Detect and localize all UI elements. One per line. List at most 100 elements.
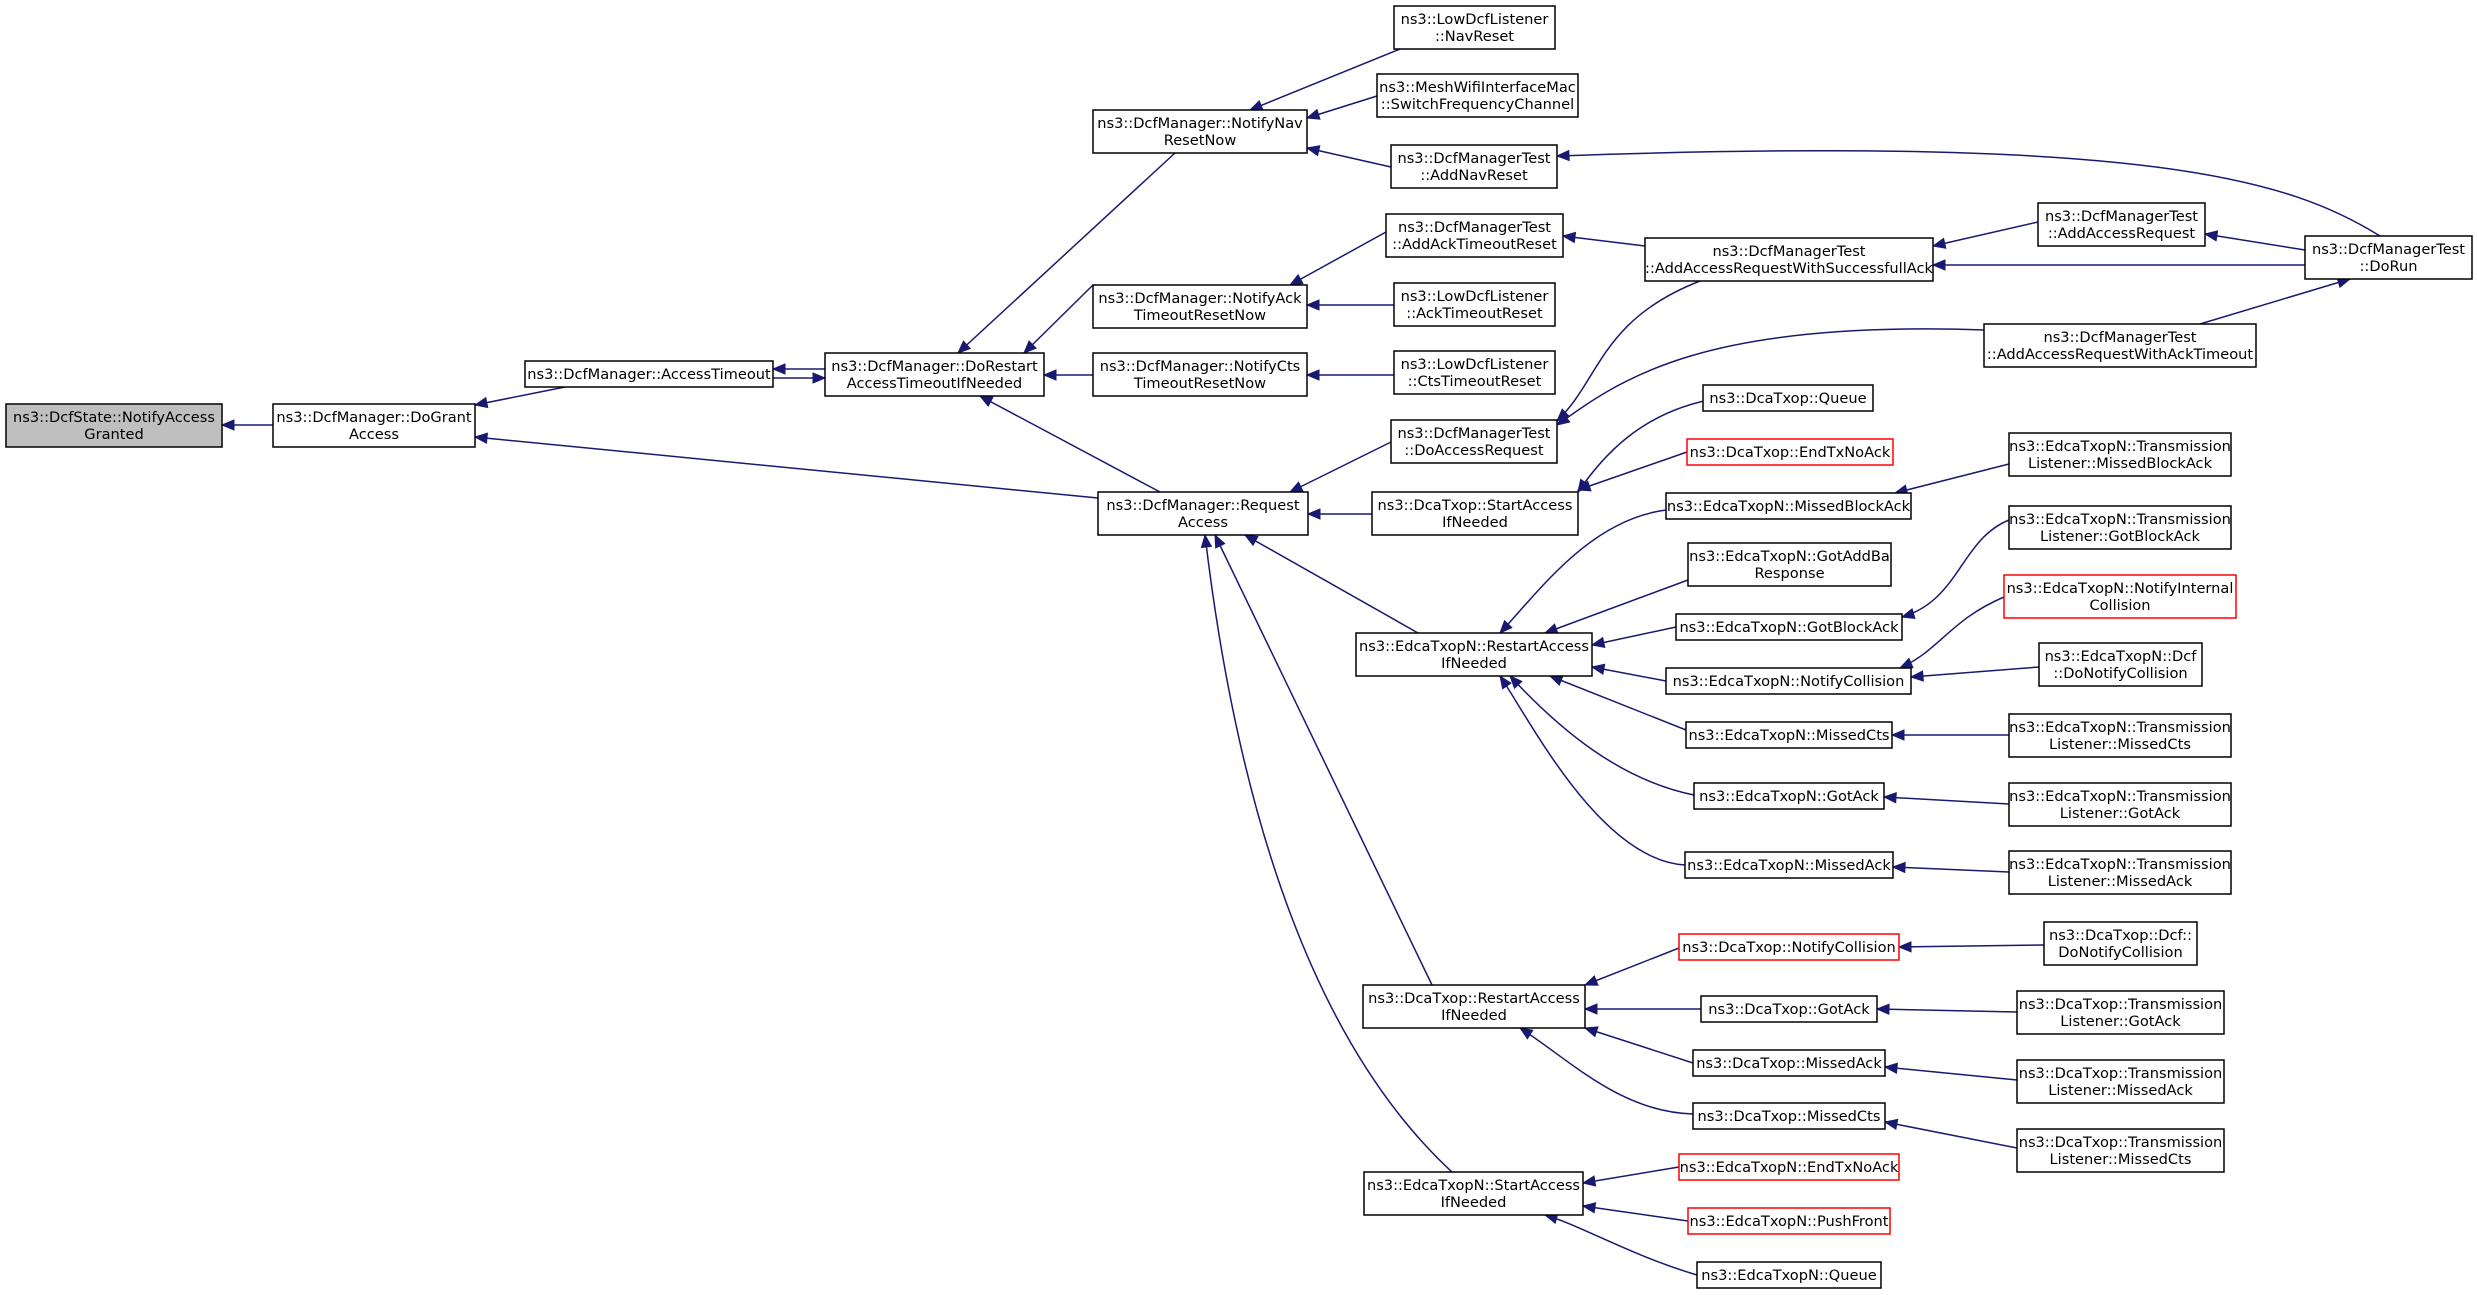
node-label: IfNeeded [1441,1194,1507,1211]
graph-node[interactable]: ns3::EdcaTxopN::MissedAck [1684,851,1894,879]
graph-node[interactable]: ns3::DcaTxop::NotifyCollision [1678,933,1900,961]
edge-n4-n1 [473,432,1099,499]
graph-node[interactable]: ns3::DcfManager::NotifyCtsTimeoutResetNo… [1092,352,1308,397]
edge-line [1591,626,1677,646]
graph-node[interactable]: ns3::DcaTxop::TransmissionListener::GotA… [2016,990,2225,1035]
node-label: ns3::EdcaTxopN::GotAck [1699,788,1879,805]
edge-n35-n28 [1909,666,2040,682]
edge-n20-n19 [1931,221,2039,249]
graph-node[interactable]: ns3::LowDcfListener::AckTimeoutReset [1393,282,1556,327]
graph-node[interactable]: ns3::EdcaTxopN::TransmissionListener::Go… [2008,782,2232,827]
node-box [1686,438,1894,466]
node-label: ns3::DcfManagerTest [1397,425,1550,442]
arrowhead [1305,369,1320,381]
node-label: ::AddAckTimeoutReset [1392,236,1557,253]
node-box [1685,721,1893,749]
arrowhead [1499,619,1513,634]
graph-node[interactable]: ns3::MeshWifiInterfaceMac::SwitchFrequen… [1376,73,1579,118]
graph-node[interactable]: ns3::DcfManagerTest::DoRun [2304,235,2473,280]
graph-node[interactable]: ns3::DcaTxop::EndTxNoAck [1686,438,1894,466]
edge-n41-n17 [1583,1026,1694,1064]
node-label: ns3::EdcaTxopN::Queue [1701,1267,1876,1284]
graph-node[interactable]: ns3::LowDcfListener::NavReset [1393,5,1556,50]
arrowhead [1883,1118,1899,1131]
graph-node[interactable]: ns3::DcfManager::DoRestartAccessTimeoutI… [824,352,1045,397]
graph-node[interactable]: ns3::DcfManager::AccessTimeout [524,360,774,388]
graph-node[interactable]: ns3::EdcaTxopN::TransmissionListener::Mi… [2008,713,2232,758]
node-label: ns3::DcfManager::AccessTimeout [527,366,771,383]
node-label: ::CtsTimeoutReset [1408,373,1542,390]
node-label: ns3::EdcaTxopN::MissedAck [1687,857,1891,874]
edge-n31-n16 [1499,674,1686,866]
graph-node[interactable]: ns3::DcfManagerTest::DoAccessRequest [1390,419,1558,464]
node-label: ns3::DcaTxop::GotAck [1708,1001,1870,1018]
graph-node[interactable]: ns3::EdcaTxopN::MissedBlockAck [1665,492,1912,520]
graph-node[interactable]: ns3::EdcaTxopN::Queue [1696,1261,1882,1289]
node-box [1700,995,1878,1023]
graph-node[interactable]: ns3::DcaTxop::MissedAck [1692,1049,1886,1077]
node-box [2037,202,2206,247]
node-label: ns3::EdcaTxopN::PushFront [1689,1213,1888,1230]
graph-nodes: ns3::DcfState::NotifyAccessGrantedns3::D… [5,5,2473,1289]
edge-line [1584,947,1680,986]
arrowhead [1583,1026,1599,1038]
graph-node[interactable]: ns3::DcfManagerTest::AddAccessRequest [2037,202,2206,247]
graph-node[interactable]: ns3::DcaTxop::GotAck [1700,995,1878,1023]
graph-node[interactable]: ns3::DcfManagerTest::AddAccessRequestWit… [1983,323,2257,368]
graph-node[interactable]: ns3::DcaTxop::Queue [1702,384,1874,412]
edge-n19-n14 [1556,280,1701,422]
edge-n24-n15 [1576,451,1688,492]
graph-node[interactable]: ns3::EdcaTxopN::MissedCts [1685,721,1893,749]
node-box [1983,323,2257,368]
graph-node[interactable]: ns3::DcfManagerTest::AddNavReset [1390,144,1558,189]
edge-n47-n18 [1581,1166,1680,1187]
graph-node[interactable]: ns3::EdcaTxopN::GotBlockAck [1675,613,1903,641]
graph-node[interactable]: ns3::DcfManager::NotifyAckTimeoutResetNo… [1092,284,1308,329]
graph-node[interactable]: ns3::EdcaTxopN::TransmissionListener::Mi… [2008,850,2232,895]
graph-node[interactable]: ns3::DcfManagerTest::AddAccessRequestWit… [1644,237,1934,282]
graph-node[interactable]: ns3::EdcaTxopN::PushFront [1687,1207,1891,1235]
graph-node[interactable]: ns3::DcfManagerTest::AddAckTimeoutReset [1385,213,1564,258]
edge-line [1509,675,1695,796]
graph-node[interactable]: ns3::EdcaTxopN::GotAck [1693,782,1885,810]
arrowhead [1583,975,1599,986]
graph-node[interactable]: ns3::DcaTxop::TransmissionListener::Miss… [2016,1059,2225,1104]
graph-node[interactable]: ns3::DcaTxop::MissedCts [1692,1102,1886,1130]
graph-node[interactable]: ns3::EdcaTxopN::NotifyCollision [1665,667,1912,695]
graph-node[interactable]: ns3::DcaTxop::Dcf::DoNotifyCollision [2043,921,2198,966]
edge-n27-n16 [1590,626,1677,649]
node-box [2016,1059,2225,1104]
edge-n49-n18 [1543,1212,1698,1276]
node-label: ns3::DcaTxop::EndTxNoAck [1690,444,1891,461]
graph-node[interactable]: ns3::DcaTxop::TransmissionListener::Miss… [2016,1128,2225,1173]
arrowhead [1306,508,1321,520]
edge-n10-n5 [1305,145,1392,168]
edge-n22-n21 [2199,277,2352,325]
graph-node[interactable]: ns3::EdcaTxopN::TransmissionListener::Go… [2008,505,2232,550]
node-label: ns3::EdcaTxopN::Transmission [2009,856,2231,873]
edge-line [1023,284,1094,354]
node-label: ns3::DcfManager::DoRestart [831,358,1038,375]
arrowhead [1875,1003,1890,1016]
node-label: ns3::DcaTxop::MissedAck [1696,1055,1882,1072]
graph-node[interactable]: ns3::EdcaTxopN::TransmissionListener::Mi… [2008,432,2232,477]
graph-node[interactable]: ns3::EdcaTxopN::EndTxNoAck [1678,1153,1900,1181]
edge-n28-n16 [1590,663,1667,682]
arrowhead [1581,1175,1597,1187]
graph-node[interactable]: ns3::LowDcfListener::CtsTimeoutReset [1393,350,1556,395]
node-box [1702,384,1874,412]
node-label: ns3::DcaTxop::StartAccess [1378,497,1573,514]
graph-node[interactable]: ns3::EdcaTxopN::Dcf::DoNotifyCollision [2038,642,2203,687]
edge-line [1898,944,2045,948]
